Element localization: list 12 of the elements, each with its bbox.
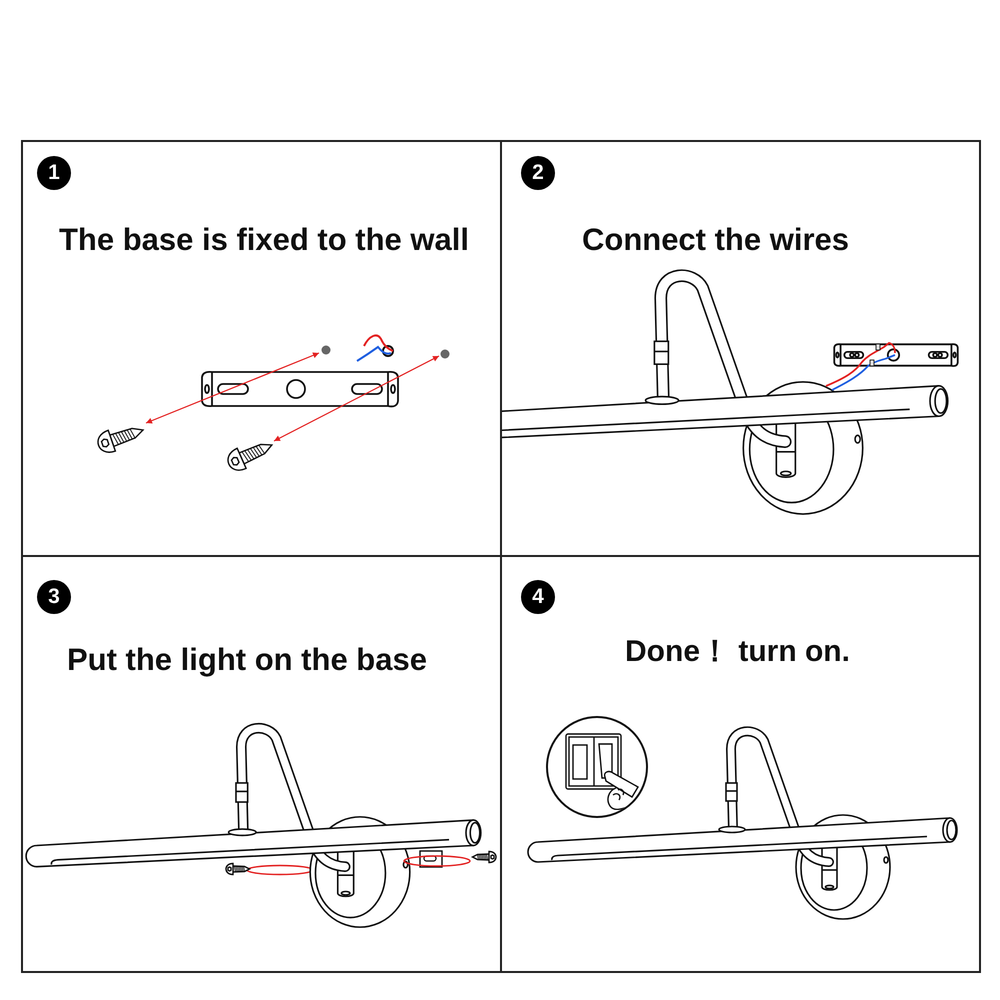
step-panel — [500, 555, 981, 973]
step-panel — [500, 140, 981, 557]
step-title: Put the light on the base — [67, 642, 427, 678]
step-number: 4 — [521, 580, 555, 614]
step-title: Connect the wires — [582, 222, 849, 258]
step-title: Done！ turn on. — [625, 634, 850, 670]
step-panel — [21, 140, 502, 557]
step-number: 3 — [37, 580, 71, 614]
step-number: 1 — [37, 156, 71, 190]
step-number: 2 — [521, 156, 555, 190]
step-title: The base is fixed to the wall — [59, 222, 469, 258]
step-panel — [21, 555, 502, 973]
